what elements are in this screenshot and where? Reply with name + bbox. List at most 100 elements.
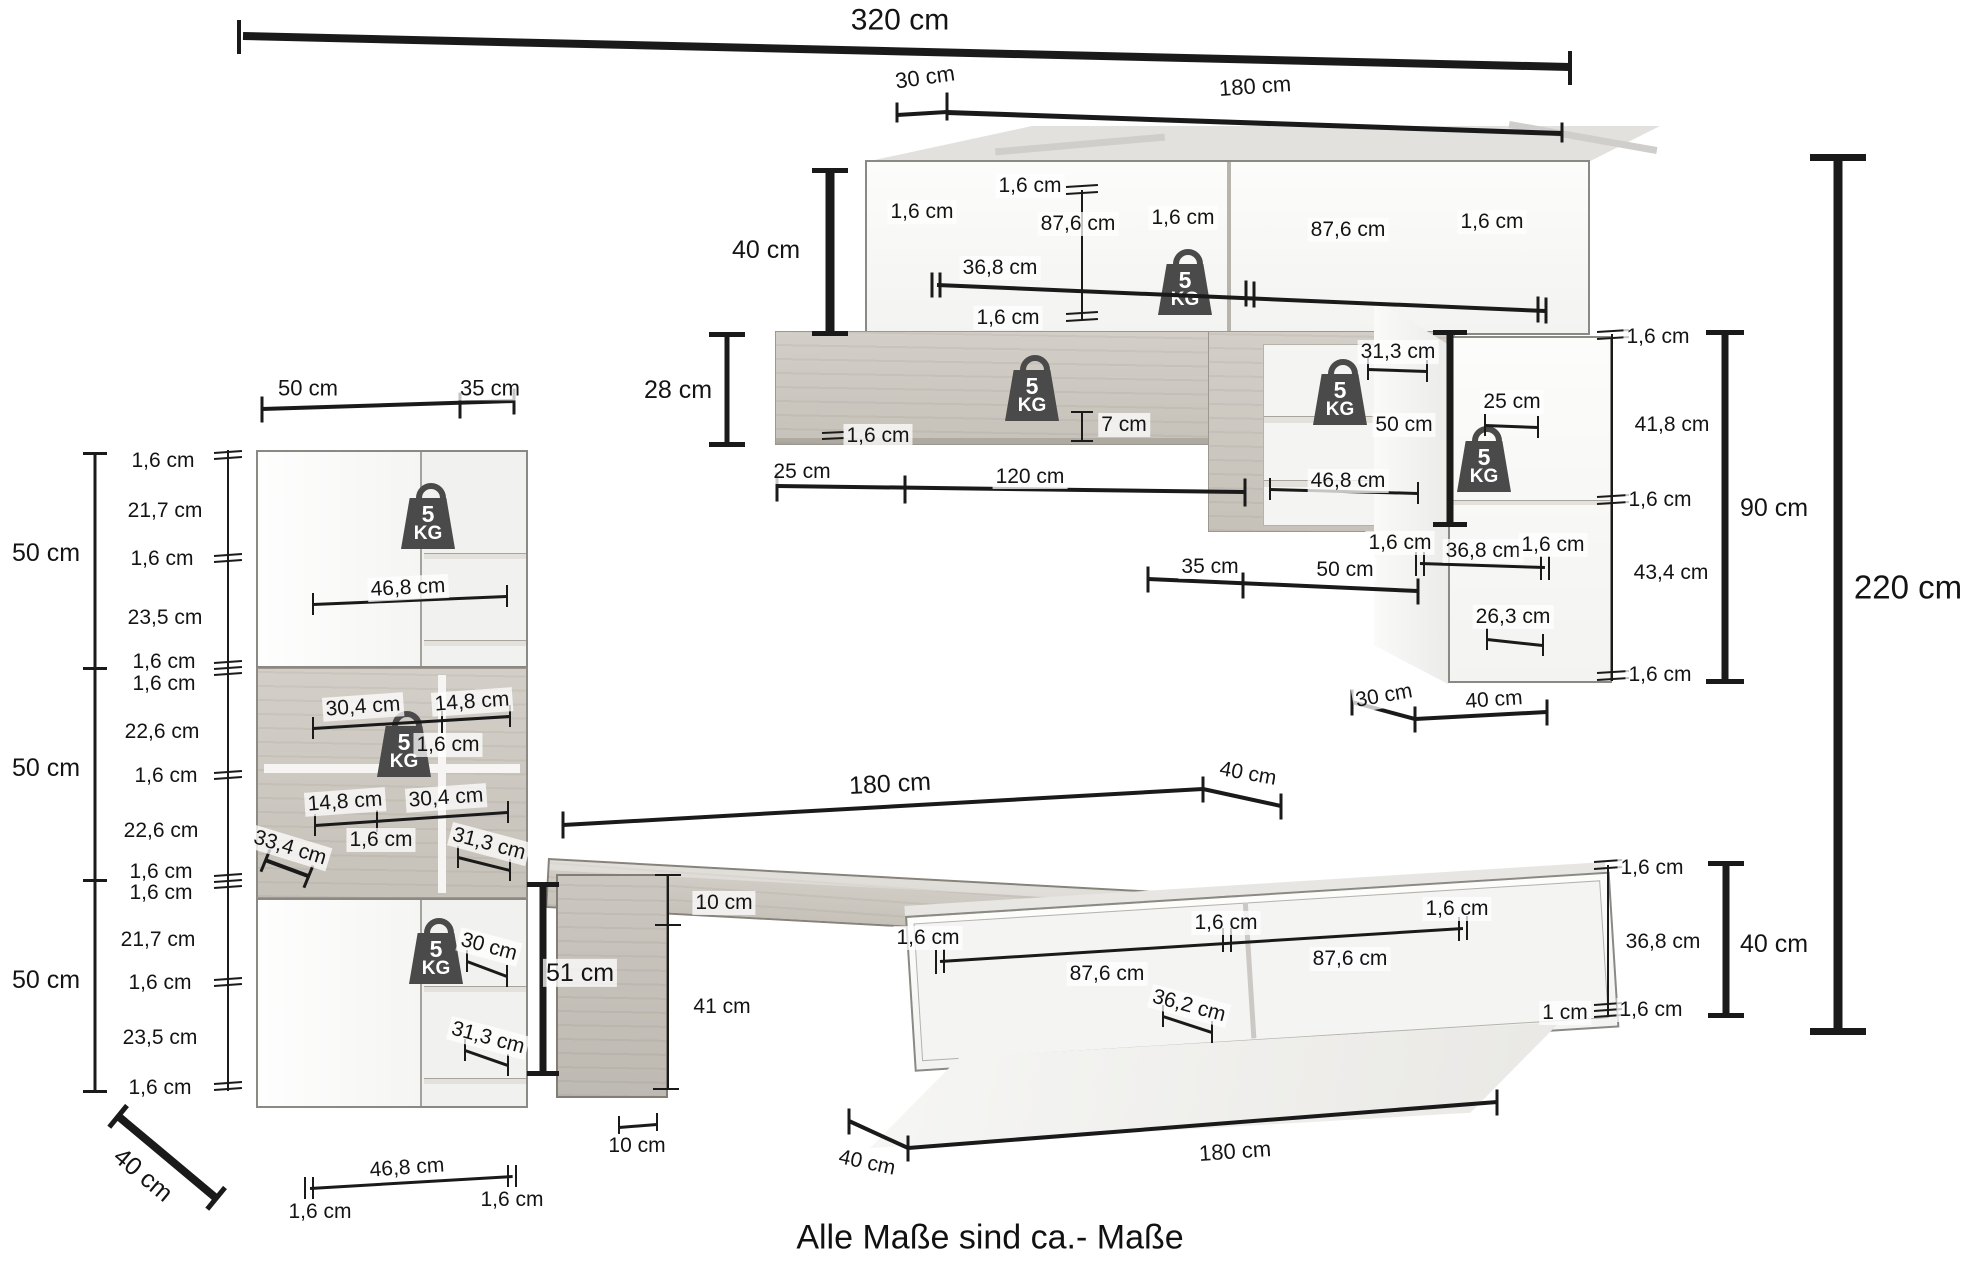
dimension-line [1446, 332, 1454, 524]
dimension-line [653, 1088, 679, 1090]
dimension-line [83, 1089, 107, 1093]
dimension-line [1244, 280, 1248, 306]
dimension-line [83, 666, 107, 670]
dimension-line [945, 92, 949, 120]
dimension-line [1486, 628, 1488, 650]
dimension-label: 46,8 cm [367, 573, 449, 603]
dimension-line [1721, 332, 1729, 681]
dimension-label: 87,6 cm [1037, 211, 1119, 237]
dimension-label: 1,6 cm [127, 546, 197, 572]
dimension-label: 10 cm [692, 890, 756, 916]
dimension-line [812, 167, 848, 173]
dimension-label: 1,6 cm [129, 649, 199, 675]
dimension-label: 36,8 cm [1442, 538, 1524, 564]
dimension-label: 180 cm [1195, 1135, 1275, 1167]
dimension-label: 30 cm [1350, 678, 1418, 714]
dimension-line [618, 1122, 658, 1129]
dimension-line [1810, 153, 1866, 161]
dimension-line [1540, 556, 1542, 580]
dimension-line [935, 950, 937, 974]
dimension-line [1081, 412, 1083, 441]
dimension-label: 1,6 cm [126, 859, 196, 885]
dimension-label: 87,6 cm [1307, 217, 1389, 243]
dimension-label: 30 cm [890, 59, 960, 95]
dimension-line [1415, 552, 1417, 576]
dimension-label: 23,5 cm [124, 605, 206, 631]
dimension-line [1542, 634, 1544, 656]
dimension-line [847, 1108, 851, 1134]
dimension-label: 1,6 cm [1623, 324, 1693, 350]
dimension-label: 23,5 cm [119, 1025, 201, 1051]
dimension-label: 10 cm [605, 1133, 669, 1159]
dimension-line [709, 331, 745, 337]
dimension-label: 1,6 cm [285, 1199, 355, 1225]
dimension-label: 46,8 cm [1307, 468, 1389, 494]
dimension-line [1607, 865, 1609, 1015]
dimension-label: 40 cm [105, 1140, 181, 1210]
dimension-label: 1 cm [1539, 1000, 1591, 1026]
dimension-label: 31,3 cm [1357, 339, 1439, 365]
dimension-line [1241, 572, 1245, 598]
dimension-label: 1,6 cm [1365, 530, 1435, 556]
dimension-label: 50 cm [275, 375, 341, 401]
dimension-label: 50 cm [1313, 557, 1377, 583]
dimension-line [1545, 699, 1549, 725]
dimension-line [618, 1116, 620, 1134]
dimension-label: 1,6 cm [129, 671, 199, 697]
wall-cabinet-divider [1227, 162, 1231, 333]
dimension-line [237, 20, 241, 54]
dimension-label: 40 cm [728, 235, 804, 265]
dimension-line [507, 801, 509, 823]
dimension-label: 1,6 cm [1422, 896, 1492, 922]
dimension-label: 22,6 cm [120, 818, 202, 844]
dimension-label: 180 cm [1215, 70, 1295, 102]
dimension-label: 1,6 cm [125, 970, 195, 996]
dimension-line [242, 32, 1571, 71]
dimension-line [1243, 478, 1247, 506]
dimension-label: 40 cm [1461, 685, 1527, 715]
dimension-line [507, 1165, 509, 1187]
dimension-label: 28 cm [640, 375, 716, 405]
dimension-line [667, 875, 669, 925]
caption: Alle Maße sind ca.- Maße [796, 1218, 1184, 1257]
dimension-label: 1,6 cm [1617, 855, 1687, 881]
dimension-line [312, 717, 314, 739]
dimension-line [507, 1054, 509, 1076]
dimension-label: 1,6 cm [893, 925, 963, 951]
dimension-line [1416, 578, 1420, 604]
dimension-line [312, 593, 314, 615]
dimension-line [260, 396, 264, 422]
dimension-line [527, 881, 559, 887]
dimension-label: 51 cm [542, 958, 618, 988]
dimension-line [1722, 863, 1730, 1015]
dimension-label: 1,6 cm [131, 763, 201, 789]
dimension-label: 41,8 cm [1631, 412, 1713, 438]
dimension-line [1433, 521, 1467, 527]
dimension-label: 90 cm [1736, 493, 1812, 523]
dimension-line [906, 1135, 910, 1161]
dimension-line [1706, 678, 1744, 684]
dimension-line [1548, 556, 1550, 580]
dimension-line [1423, 552, 1425, 576]
dimension-label: 1,6 cm [413, 732, 483, 758]
dimension-label: 1,6 cm [477, 1187, 547, 1213]
dimension-label: 1,6 cm [973, 305, 1043, 331]
dimension-label: 1,6 cm [1457, 209, 1527, 235]
bookcase-bottom-door [258, 900, 422, 1106]
dimension-line [724, 334, 730, 444]
dimension-line [457, 846, 459, 868]
dimension-line [1071, 411, 1093, 413]
dimension-label: 50 cm [8, 753, 84, 783]
dimension-label: 46,8 cm [365, 1153, 449, 1183]
dimension-line [930, 272, 934, 297]
dimension-line [1413, 706, 1417, 732]
dimension-label: 1,6 cm [887, 199, 957, 225]
